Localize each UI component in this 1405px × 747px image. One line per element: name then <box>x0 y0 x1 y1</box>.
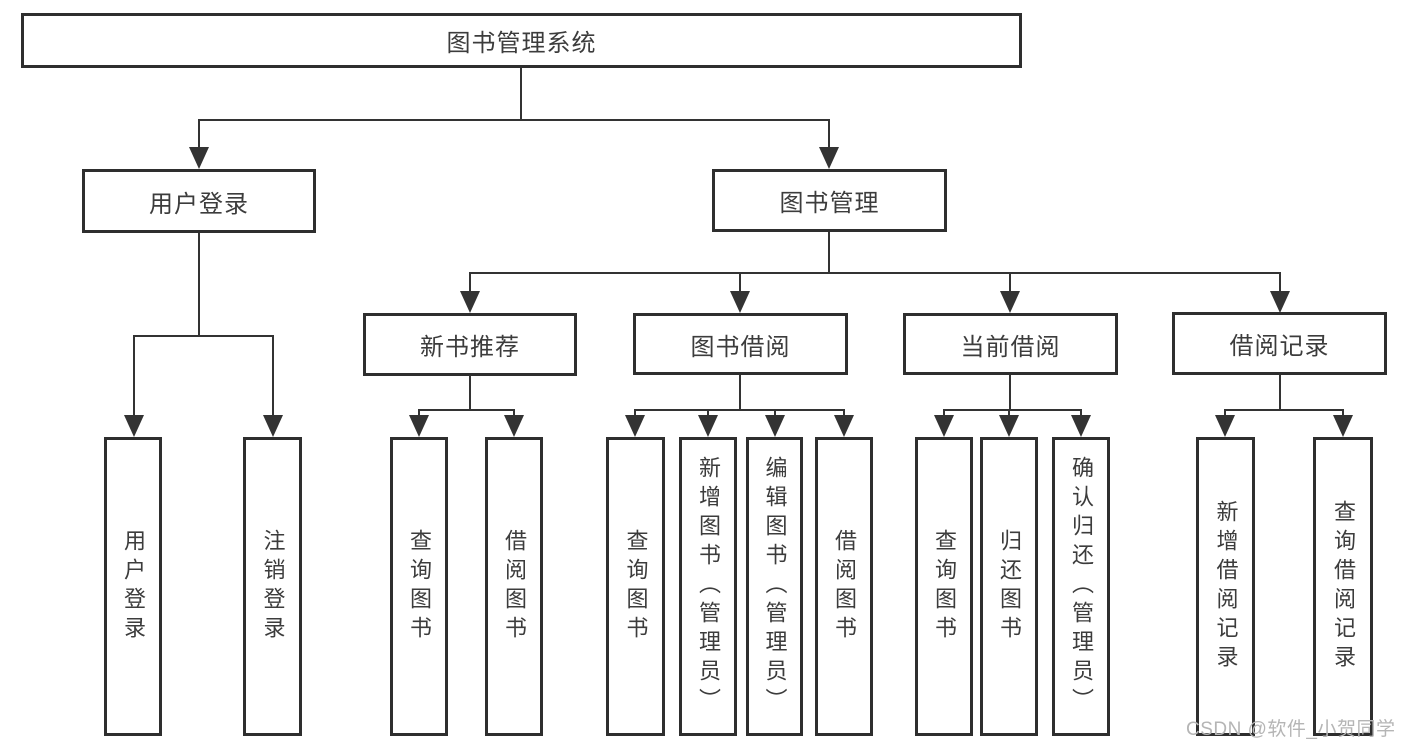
node-new-books-label: 新书推荐 <box>420 334 520 361</box>
node-records: 借阅记录 <box>1172 312 1387 375</box>
leaf-rc-add-record-label: 新增借阅记录 <box>1213 499 1239 674</box>
arrowhead-logout-icon <box>263 415 283 437</box>
leaf-nb-borrow-books: 借阅图书 <box>485 437 543 736</box>
leaf-bw-query-books: 查询图书 <box>606 437 665 736</box>
arrowhead-user-login-icon <box>189 147 209 169</box>
connector-level3-rail <box>469 272 1281 274</box>
arrowhead-rc-add-icon <box>1215 415 1235 437</box>
node-current-label: 当前借阅 <box>960 333 1061 361</box>
leaf-bw-borrow-books-label: 借阅图书 <box>832 528 857 645</box>
arrowhead-nb-borrow-icon <box>504 415 524 437</box>
leaf-bw-query-books-label: 查询图书 <box>623 528 649 645</box>
arrowhead-bw-borrow-icon <box>834 415 854 437</box>
connector-current-stem <box>1009 375 1011 410</box>
connector-cu-return-drop <box>1008 409 1010 417</box>
arrowhead-borrowing-icon <box>730 291 750 313</box>
leaf-bw-add-books: 新增图书（管理员） <box>679 437 737 736</box>
connector-records-stem <box>1279 375 1281 410</box>
connector-borrowing-stem <box>739 375 741 410</box>
connector-logout-drop <box>272 335 274 417</box>
connector-new-books-stem <box>469 375 471 410</box>
node-borrowing: 图书借阅 <box>633 313 848 375</box>
connector-bw-query-drop <box>634 409 636 417</box>
leaf-cu-query-books-label: 查询图书 <box>932 528 957 645</box>
node-records-label: 借阅记录 <box>1229 333 1330 360</box>
connector-root-stem <box>520 68 522 121</box>
connector-new-books-rail <box>418 409 515 411</box>
arrowhead-cu-confirm-icon <box>1071 415 1091 437</box>
leaf-user-login-label: 用户登录 <box>121 528 146 645</box>
connector-cu-confirm-drop <box>1080 409 1082 417</box>
leaf-bw-borrow-books: 借阅图书 <box>815 437 873 736</box>
leaf-logout-label: 注销登录 <box>260 528 286 645</box>
connector-nb-query-drop <box>418 409 420 417</box>
csdn-watermark: CSDN @软件_小贺同学 <box>1186 719 1396 740</box>
connector-records-rail <box>1224 409 1344 411</box>
connector-nb-borrow-drop <box>513 409 515 417</box>
node-user-login-label: 用户登录 <box>149 190 249 218</box>
arrowhead-bw-edit-icon <box>765 415 785 437</box>
connector-cu-query-drop <box>943 409 945 417</box>
leaf-cu-return-books-label: 归还图书 <box>997 528 1022 645</box>
connector-bw-borrow-drop <box>843 409 845 417</box>
node-book-mgmt-label: 图书管理 <box>779 190 880 217</box>
node-root-system: 图书管理系统 <box>21 13 1022 68</box>
arrowhead-new-books-icon <box>460 291 480 313</box>
connector-user-login-drop <box>198 119 200 149</box>
arrowhead-cu-query-icon <box>934 415 954 437</box>
leaf-cu-confirm-return-label: 确认归还（管理员） <box>1069 456 1094 717</box>
node-borrowing-label: 图书借阅 <box>690 333 791 361</box>
connector-level2-rail <box>198 119 830 121</box>
leaf-nb-borrow-books-label: 借阅图书 <box>502 528 527 645</box>
leaf-rc-query-record: 查询借阅记录 <box>1313 437 1373 736</box>
connector-bw-edit-drop <box>774 409 776 417</box>
node-new-books: 新书推荐 <box>363 313 577 376</box>
connector-records-drop <box>1279 272 1281 293</box>
arrowhead-current-icon <box>1000 291 1020 313</box>
connector-login-drop <box>133 335 135 417</box>
connector-book-mgmt-stem <box>828 232 830 273</box>
connector-book-mgmt-drop <box>828 119 830 149</box>
leaf-rc-query-record-label: 查询借阅记录 <box>1331 499 1356 674</box>
leaf-rc-add-record: 新增借阅记录 <box>1196 437 1255 736</box>
leaf-bw-edit-books-label: 编辑图书（管理员） <box>762 456 788 717</box>
node-current: 当前借阅 <box>903 313 1118 375</box>
leaf-cu-query-books: 查询图书 <box>915 437 973 736</box>
connector-bw-add-drop <box>707 409 709 417</box>
connector-borrowing-rail <box>634 409 845 411</box>
leaf-nb-query-books: 查询图书 <box>390 437 448 736</box>
node-user-login: 用户登录 <box>82 169 316 233</box>
arrowhead-cu-return-icon <box>999 415 1019 437</box>
leaf-user-login: 用户登录 <box>104 437 162 736</box>
node-root-label: 图书管理系统 <box>446 30 597 57</box>
leaf-logout: 注销登录 <box>243 437 302 736</box>
arrowhead-login-icon <box>124 415 144 437</box>
connector-current-rail <box>943 409 1082 411</box>
connector-borrowing-drop <box>739 272 741 293</box>
connector-current-drop <box>1009 272 1011 293</box>
leaf-nb-query-books-label: 查询图书 <box>407 528 432 645</box>
arrowhead-bw-query-icon <box>625 415 645 437</box>
arrowhead-nb-query-icon <box>409 415 429 437</box>
leaf-cu-confirm-return: 确认归还（管理员） <box>1052 437 1110 736</box>
connector-rc-query-drop <box>1342 409 1344 417</box>
arrowhead-rc-query-icon <box>1333 415 1353 437</box>
leaf-cu-return-books: 归还图书 <box>980 437 1038 736</box>
leaf-bw-edit-books: 编辑图书（管理员） <box>746 437 803 736</box>
leaf-bw-add-books-label: 新增图书（管理员） <box>696 456 721 717</box>
connector-user-login-stem <box>198 233 200 336</box>
arrowhead-book-mgmt-icon <box>819 147 839 169</box>
connector-new-books-drop <box>469 272 471 293</box>
connector-user-login-rail <box>133 335 274 337</box>
arrowhead-records-icon <box>1270 291 1290 313</box>
node-book-mgmt: 图书管理 <box>712 169 947 232</box>
arrowhead-bw-add-icon <box>698 415 718 437</box>
connector-rc-add-drop <box>1224 409 1226 417</box>
